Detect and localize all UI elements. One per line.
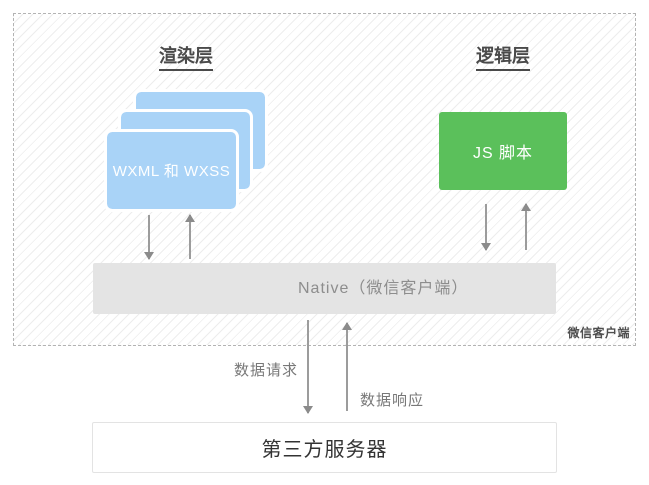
arrow-data-response-icon xyxy=(342,322,352,411)
js-script-box: JS 脚本 xyxy=(439,112,567,190)
render-layer-title-text: 渲染层 xyxy=(159,42,213,71)
js-script-label: JS 脚本 xyxy=(472,145,534,162)
native-bar-label: Native（微信客户端） xyxy=(298,280,469,297)
arrow-logic-to-native-icon xyxy=(481,204,491,251)
native-bar: Native（微信客户端） xyxy=(93,263,556,314)
data-request-label: 数据请求 xyxy=(234,362,299,379)
render-layer-title: 渲染层 xyxy=(126,42,246,71)
arrow-render-to-native-icon xyxy=(144,215,154,260)
arrow-data-request-icon xyxy=(303,320,313,414)
logic-layer-title: 逻辑层 xyxy=(443,42,563,71)
third-party-server-label: 第三方服务器 xyxy=(261,439,388,461)
data-response-label: 数据响应 xyxy=(360,392,425,409)
arrow-native-to-render-icon xyxy=(185,214,195,259)
arrow-native-to-logic-icon xyxy=(521,203,531,250)
third-party-server-box: 第三方服务器 xyxy=(92,422,557,473)
render-card-front: WXML 和 WXSS xyxy=(104,129,239,212)
logic-layer-title-text: 逻辑层 xyxy=(476,42,530,71)
render-card-label: WXML 和 WXSS xyxy=(112,163,231,180)
wechat-client-corner-label: 微信客户端 xyxy=(567,326,630,340)
